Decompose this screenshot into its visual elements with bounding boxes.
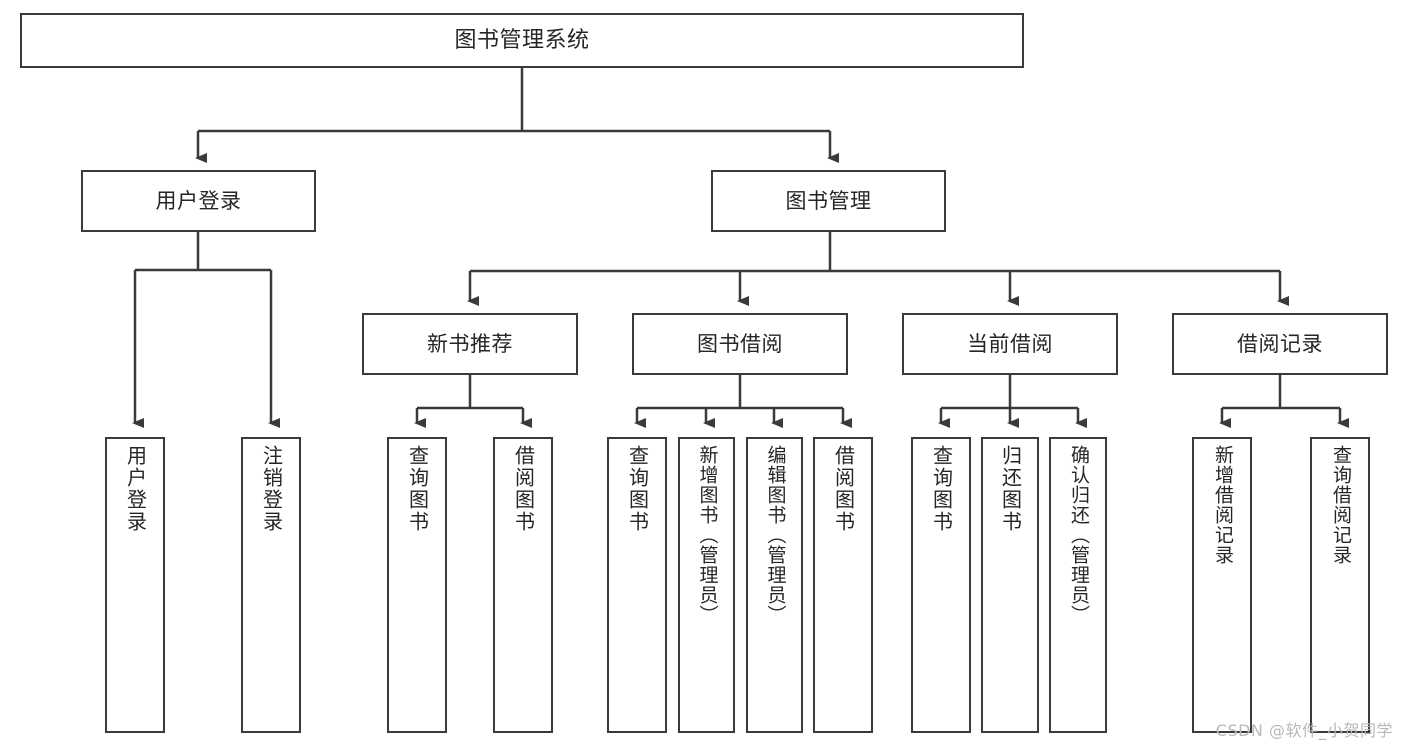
node-leaf-return-book-label: 归还图书	[998, 445, 1023, 533]
node-leaf-query-book-2[interactable]: 查询图书	[607, 437, 667, 733]
node-leaf-user-login-label: 用户登录	[123, 445, 148, 533]
node-root-label: 图书管理系统	[454, 27, 590, 53]
node-leaf-edit-book-admin-label: 编辑图书（管理员）	[764, 445, 787, 625]
node-leaf-query-book-3[interactable]: 查询图书	[911, 437, 971, 733]
watermark: CSDN @软件_小贺同学	[1215, 721, 1393, 740]
node-user-login-label: 用户登录	[155, 188, 242, 213]
node-leaf-borrow-book-1-label: 借阅图书	[511, 445, 536, 533]
node-borrow-record[interactable]: 借阅记录	[1172, 313, 1388, 375]
node-book-manage[interactable]: 图书管理	[711, 170, 946, 232]
node-leaf-borrow-book-1[interactable]: 借阅图书	[493, 437, 553, 733]
node-leaf-borrow-book-2-label: 借阅图书	[831, 445, 856, 533]
node-user-login[interactable]: 用户登录	[81, 170, 316, 232]
node-leaf-query-book-2-label: 查询图书	[625, 445, 650, 533]
node-leaf-confirm-return-admin[interactable]: 确认归还（管理员）	[1049, 437, 1107, 733]
node-current-borrow[interactable]: 当前借阅	[902, 313, 1118, 375]
node-root[interactable]: 图书管理系统	[20, 13, 1024, 68]
node-leaf-logout-login-label: 注销登录	[259, 445, 284, 533]
node-leaf-confirm-return-admin-label: 确认归还（管理员）	[1067, 445, 1090, 625]
node-leaf-query-book-1-label: 查询图书	[405, 445, 430, 533]
node-leaf-user-login[interactable]: 用户登录	[105, 437, 165, 733]
node-leaf-logout-login[interactable]: 注销登录	[241, 437, 301, 733]
node-leaf-add-book-admin-label: 新增图书（管理员）	[696, 445, 719, 625]
node-book-borrow-label: 图书借阅	[697, 331, 783, 356]
node-book-borrow[interactable]: 图书借阅	[632, 313, 848, 375]
node-leaf-add-borrow-record-label: 新增借阅记录	[1211, 445, 1234, 565]
node-leaf-edit-book-admin[interactable]: 编辑图书（管理员）	[746, 437, 803, 733]
node-borrow-record-label: 借阅记录	[1237, 331, 1323, 356]
node-leaf-query-borrow-record[interactable]: 查询借阅记录	[1310, 437, 1370, 733]
node-new-book-recommend[interactable]: 新书推荐	[362, 313, 578, 375]
node-leaf-query-borrow-record-label: 查询借阅记录	[1329, 445, 1352, 565]
node-leaf-return-book[interactable]: 归还图书	[981, 437, 1039, 733]
node-leaf-query-book-1[interactable]: 查询图书	[387, 437, 447, 733]
node-leaf-query-book-3-label: 查询图书	[929, 445, 954, 533]
node-leaf-borrow-book-2[interactable]: 借阅图书	[813, 437, 873, 733]
node-leaf-add-borrow-record[interactable]: 新增借阅记录	[1192, 437, 1252, 733]
node-new-book-recommend-label: 新书推荐	[427, 331, 513, 356]
node-current-borrow-label: 当前借阅	[967, 331, 1053, 356]
node-leaf-add-book-admin[interactable]: 新增图书（管理员）	[678, 437, 735, 733]
node-book-manage-label: 图书管理	[785, 188, 872, 213]
